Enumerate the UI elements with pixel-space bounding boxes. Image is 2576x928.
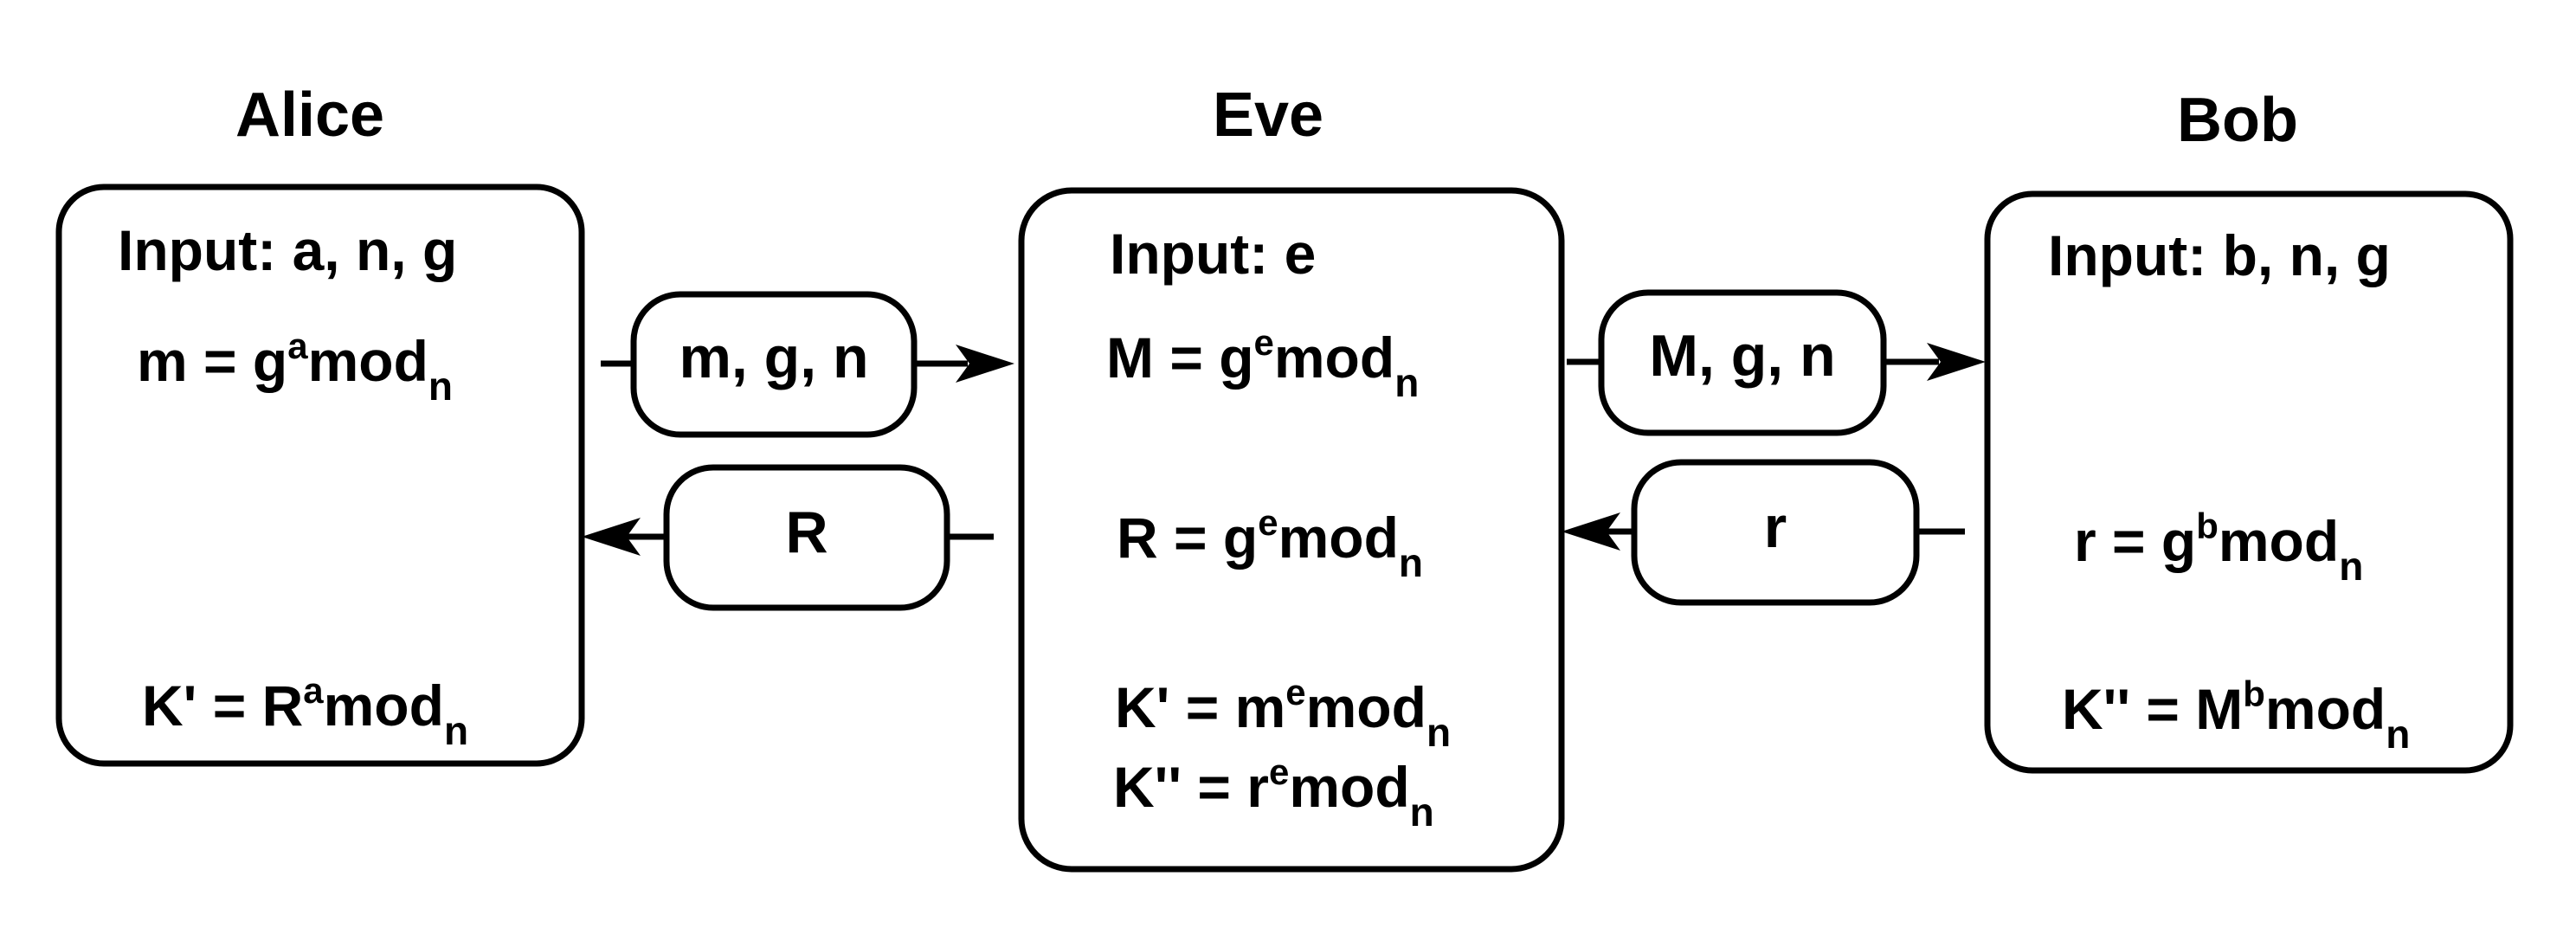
alice-eq-m: m = gamodn (137, 325, 453, 409)
message-label: R (785, 499, 828, 565)
eve-eq-M: M = gemodn (1106, 322, 1419, 405)
message-label: m, g, n (679, 325, 868, 390)
arrow-right-icon (956, 345, 1014, 383)
eve-input: Input: e (1110, 222, 1316, 286)
eve-eq-R: R = gemodn (1117, 502, 1423, 585)
bob-title: Bob (2177, 86, 2298, 155)
eve-box (1018, 187, 1565, 873)
bob-box (1984, 190, 2514, 774)
alice-box (55, 184, 585, 767)
eve-eq-key2: K'' = remodn (1113, 751, 1434, 835)
message-alice-to-eve: m, g, n (601, 291, 1014, 438)
arrow-left-icon (582, 518, 641, 556)
message-eve-to-alice: R (582, 464, 994, 611)
message-bob-to-eve: r (1562, 459, 1965, 606)
bob-eq-key: K'' = Mbmodn (2062, 673, 2410, 757)
arrow-left-icon (1562, 512, 1620, 551)
alice-input: Input: a, n, g (118, 218, 457, 282)
message-label: r (1764, 494, 1787, 560)
bob-input: Input: b, n, g (2048, 223, 2391, 287)
alice-eq-key: K' = Ramodn (142, 670, 468, 753)
arrow-right-icon (1927, 343, 1986, 381)
message-eve-to-bob: M, g, n (1567, 289, 1986, 436)
message-label: M, g, n (1649, 323, 1835, 389)
bob-eq-r: r = gbmodn (2074, 506, 2363, 589)
eve-eq-key1: K' = memodn (1115, 672, 1451, 755)
eve-title: Eve (1213, 81, 1323, 150)
alice-title: Alice (235, 81, 384, 150)
